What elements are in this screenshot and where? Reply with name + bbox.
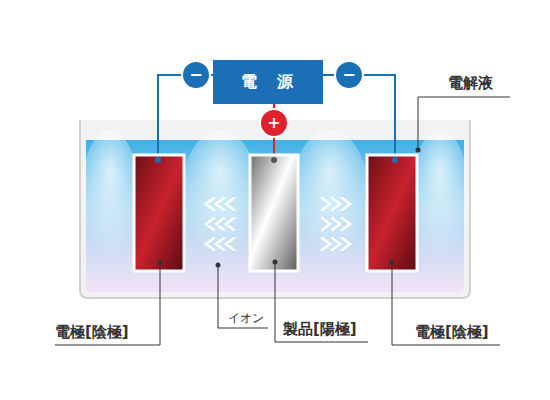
product-anode-label: 製品[陽極]: [283, 320, 357, 339]
ion-label: イオン: [228, 310, 264, 327]
electrode-cathode-label: 電極[陰極]: [415, 323, 489, 342]
negative-terminal: −: [334, 60, 364, 90]
node-text: −: [342, 67, 355, 83]
positive-terminal: +: [259, 108, 289, 138]
electrolyte-label: 電解液: [448, 74, 493, 93]
negative-terminal: −: [181, 60, 211, 90]
node-text: +: [267, 115, 280, 131]
power-supply-box: 電 源: [213, 60, 323, 104]
wire: [323, 75, 334, 76]
node-text: −: [189, 67, 202, 83]
node-text: 電 源: [241, 74, 295, 90]
electrode-cathode-label: 電極[陰極]: [55, 323, 129, 342]
